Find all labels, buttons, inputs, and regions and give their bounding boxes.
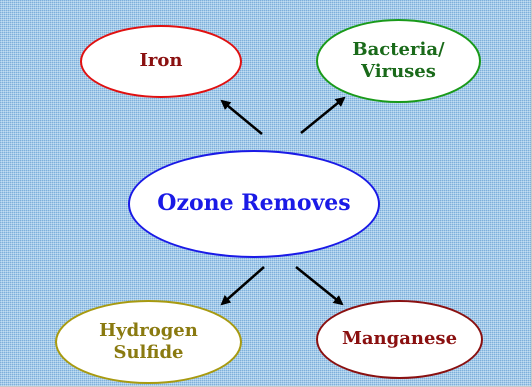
node-manganese-label: Manganese — [341, 328, 458, 350]
arrow-to-iron — [220, 99, 263, 135]
node-bacteria-label-line1: Bacteria/ — [352, 38, 445, 60]
arrow-to-hydrogen-sulfide — [220, 266, 265, 306]
node-ozone-removes-label: Ozone Removes — [157, 190, 351, 217]
node-hydrogen-sulfide-label-line2: Sulfide — [113, 342, 184, 363]
node-bacteria-label-line2: Viruses — [361, 61, 436, 82]
node-hydrogen-sulfide: Hydrogen Sulfide — [55, 300, 242, 384]
node-bacteria-viruses: Bacteria/ Viruses — [316, 19, 481, 103]
node-ozone-removes: Ozone Removes — [128, 150, 380, 258]
arrow-to-bacteria — [300, 96, 346, 134]
node-hydrogen-sulfide-label-line1: Hydrogen — [99, 319, 198, 341]
node-iron-label: Iron — [139, 50, 183, 72]
node-manganese: Manganese — [316, 300, 483, 379]
arrow-to-manganese — [295, 266, 344, 306]
node-iron: Iron — [80, 25, 242, 98]
